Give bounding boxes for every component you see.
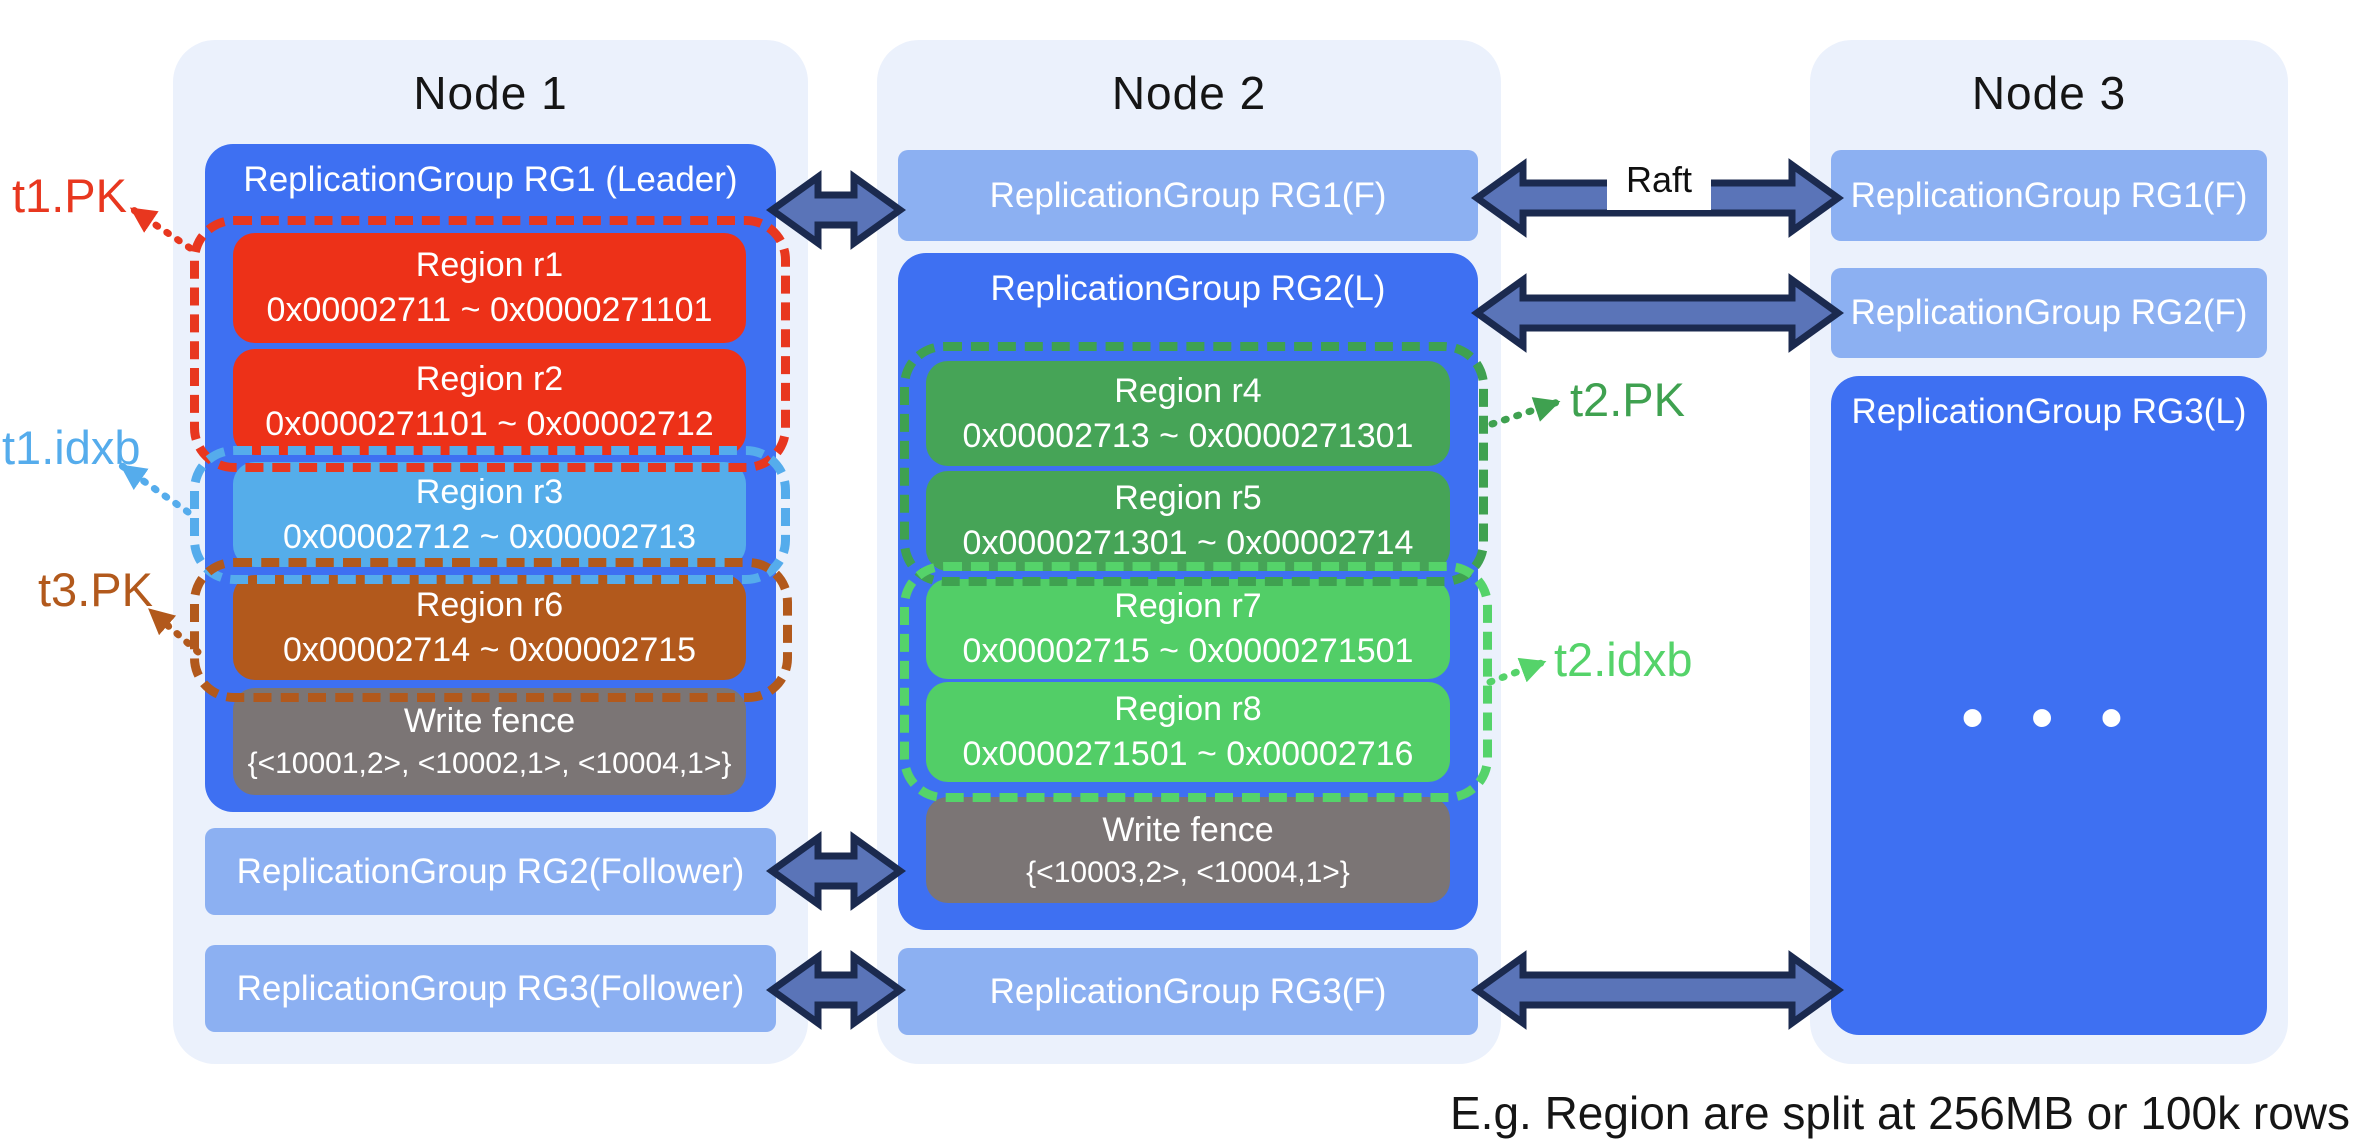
region-r5-range: 0x0000271301 ~ 0x00002714 — [962, 524, 1414, 562]
node1-write-fence: Write fence {<10001,2>, <10002,1>, <1000… — [233, 688, 746, 795]
region-r1: Region r1 0x00002711 ~ 0x0000271101 — [233, 233, 746, 343]
region-r6-name: Region r6 — [415, 585, 564, 624]
region-r1-range: 0x00002711 ~ 0x0000271101 — [266, 291, 713, 329]
node2-replication-group-rg1-follower: ReplicationGroup RG1(F) — [898, 150, 1478, 241]
region-r6-range: 0x00002714 ~ 0x00002715 — [282, 630, 697, 669]
region-r7: Region r7 0x00002715 ~ 0x0000271501 — [926, 579, 1450, 679]
region-r8-name: Region r8 — [1114, 690, 1262, 729]
node-1-title: Node 1 — [413, 67, 568, 119]
label-t2-pk: t2.PK — [1570, 373, 1685, 426]
node3-replication-group-rg3-leader: ReplicationGroup RG3(L) • • • — [1831, 376, 2267, 1035]
region-r2: Region r2 0x0000271101 ~ 0x00002712 — [233, 349, 746, 455]
node-3-panel: Node 3 ReplicationGroup RG1(F) Replicati… — [1810, 40, 2288, 1064]
pointer-t2-pk — [1488, 397, 1562, 428]
node3-rg3-header: ReplicationGroup RG3(L) — [1851, 392, 2247, 431]
node-2-title: Node 2 — [1111, 67, 1267, 119]
region-r5: Region r5 0x0000271301 ~ 0x00002714 — [926, 471, 1450, 571]
node2-replication-group-rg2-leader: ReplicationGroup RG2(L) Region r4 0x0000… — [898, 253, 1478, 930]
region-r8: Region r8 0x0000271501 ~ 0x00002716 — [926, 682, 1450, 782]
node2-write-fence-title: Write fence — [1102, 810, 1274, 849]
region-r4-name: Region r4 — [1114, 371, 1262, 410]
region-r3: Region r3 0x00002712 ~ 0x00002713 — [233, 462, 746, 567]
region-r2-name: Region r2 — [415, 360, 564, 399]
node1-replication-group-rg1-leader: ReplicationGroup RG1 (Leader) Region r1 … — [205, 144, 776, 812]
region-r2-range: 0x0000271101 ~ 0x00002712 — [265, 405, 714, 443]
node2-replication-group-rg3-follower: ReplicationGroup RG3(F) — [898, 948, 1478, 1035]
node2-write-fence-values: {<10003,2>, <10004,1>} — [1026, 855, 1350, 889]
label-t1-idxb: t1.idxb — [2, 421, 141, 474]
arrow-node2-node3-rg2 — [1470, 273, 1845, 353]
node1-replication-group-rg3-follower: ReplicationGroup RG3(Follower) — [205, 945, 776, 1032]
region-r5-name: Region r5 — [1114, 479, 1262, 518]
raft-label: Raft — [1607, 150, 1711, 210]
region-r7-name: Region r7 — [1114, 587, 1262, 626]
node-1-panel: Node 1 ReplicationGroup RG1 (Leader) Reg… — [173, 40, 808, 1064]
node1-write-fence-title: Write fence — [403, 702, 576, 741]
label-t2-idxb: t2.idxb — [1554, 633, 1693, 686]
region-r3-range: 0x00002712 ~ 0x00002713 — [282, 517, 697, 556]
label-t3-pk: t3.PK — [38, 563, 153, 616]
label-t1-pk: t1.PK — [12, 169, 127, 222]
node-2-panel: Node 2 ReplicationGroup RG1(F) Replicati… — [877, 40, 1501, 1064]
region-r8-range: 0x0000271501 ~ 0x00002716 — [962, 735, 1414, 773]
region-r6: Region r6 0x00002714 ~ 0x00002715 — [233, 575, 746, 680]
arrow-node2-node3-rg3 — [1470, 950, 1845, 1030]
node2-write-fence: Write fence {<10003,2>, <10004,1>} — [926, 797, 1450, 903]
node3-replication-group-rg1-follower: ReplicationGroup RG1(F) — [1831, 150, 2267, 241]
node2-rg2-header: ReplicationGroup RG2(L) — [990, 269, 1386, 308]
region-r1-name: Region r1 — [415, 246, 564, 285]
node1-rg1-header: ReplicationGroup RG1 (Leader) — [243, 160, 738, 199]
region-r4-range: 0x00002713 ~ 0x0000271301 — [962, 416, 1414, 455]
node3-replication-group-rg2-follower: ReplicationGroup RG2(F) — [1831, 268, 2267, 358]
node-3-title: Node 3 — [1971, 67, 2127, 119]
region-r3-name: Region r3 — [415, 472, 564, 511]
ellipsis-dots: • • • — [1961, 680, 2137, 755]
caption: E.g. Region are split at 256MB or 100k r… — [1449, 1087, 2350, 1139]
region-r4: Region r4 0x00002713 ~ 0x0000271301 — [926, 361, 1450, 466]
region-r7-range: 0x00002715 ~ 0x0000271501 — [962, 632, 1414, 670]
node1-replication-group-rg2-follower: ReplicationGroup RG2(Follower) — [205, 828, 776, 915]
node1-write-fence-values: {<10001,2>, <10002,1>, <10004,1>} — [247, 747, 732, 781]
